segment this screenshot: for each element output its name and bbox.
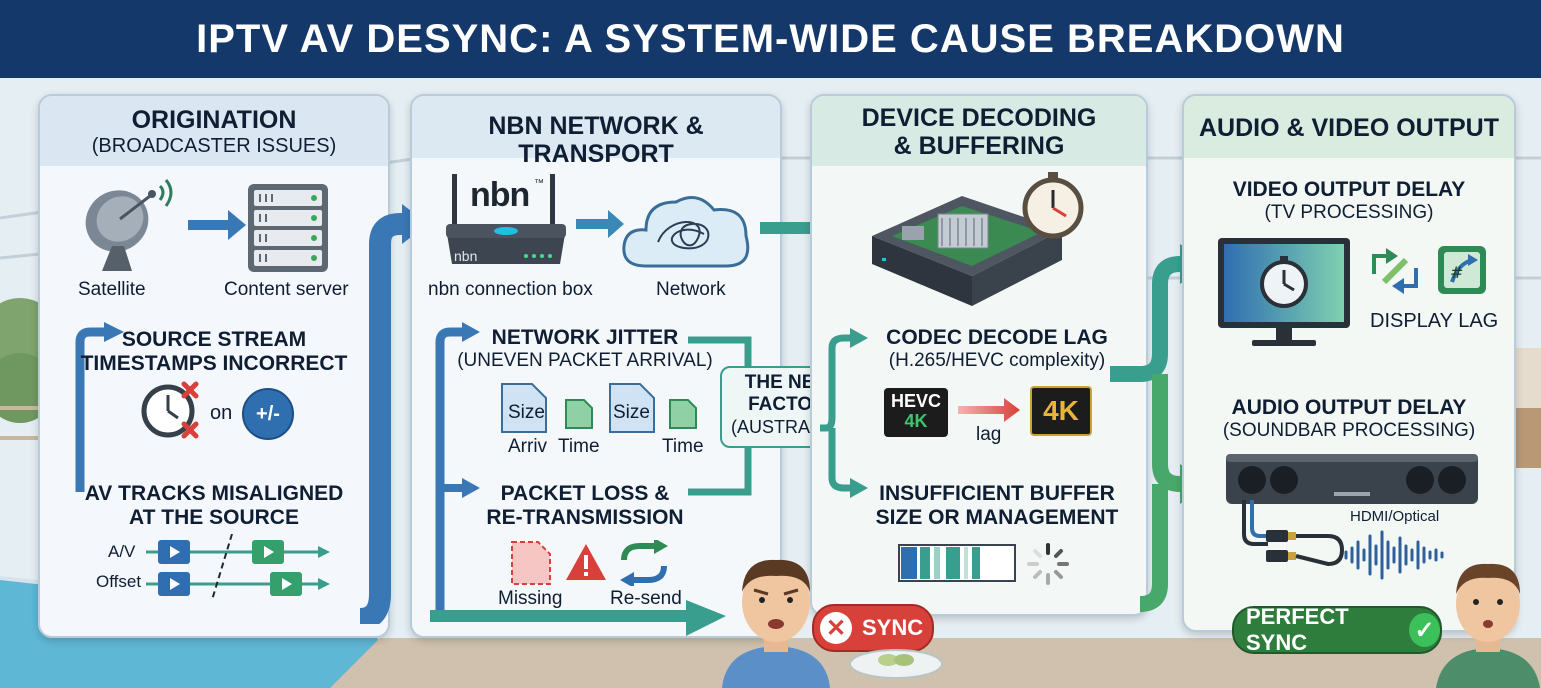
size-label-1: Size (508, 402, 545, 423)
perfect-sync-text: PERFECT SYNC (1246, 604, 1349, 655)
buffer-bar-icon (898, 544, 1016, 582)
clock-error-icon (141, 381, 199, 439)
time-label-1: Time (558, 436, 600, 457)
display-lag-label: DISPLAY LAG (1370, 310, 1499, 332)
offset-symbol: +/- (256, 402, 280, 425)
page-title: IPTV AV DESYNC: A SYSTEM-WIDE CAUSE BREA… (196, 16, 1345, 61)
video-output-subtitle: (TV PROCESSING) (1264, 202, 1434, 223)
resend-label: Re-send (610, 588, 682, 609)
nbn-box-label: nbn connection box (428, 279, 593, 300)
hevc-badge: HEVC 4K (884, 388, 948, 437)
av-tracks-icon (146, 534, 330, 600)
offset-label: Offset (96, 572, 142, 591)
4k-badge: 4K (1030, 386, 1092, 436)
delay-clock-icon (1022, 172, 1084, 239)
sync-error-x-icon: ✕ (820, 612, 852, 644)
plate-icon (849, 649, 943, 679)
output-title: AUDIO & VIDEO OUTPUT (1198, 114, 1499, 142)
warning-icon (566, 544, 606, 580)
title-bar: IPTV AV DESYNC: A SYSTEM-WIDE CAUSE BREA… (0, 0, 1541, 78)
satellite-dish-icon (85, 179, 173, 271)
device-branch-arrow-icon (820, 328, 868, 498)
panel-device: DEVICE DECODING & BUFFERING CODEC DECODE… (810, 94, 1148, 616)
device-title-line1: DEVICE DECODING (861, 104, 1097, 132)
content-server-icon (248, 184, 328, 272)
network-loop-arrow-icon (435, 322, 480, 620)
buffer-title: INSUFFICIENT BUFFER SIZE OR MANAGEMENT (875, 482, 1119, 529)
jitter-subtitle: (UNEVEN PACKET ARRIVAL) (457, 350, 713, 371)
lag-label: lag (976, 424, 1002, 445)
content-server-label: Content server (224, 279, 349, 300)
panel-origination: ORIGINATION (BROADCASTER ISSUES) Satelli… (38, 94, 390, 638)
hdmi-cable-icon (1242, 500, 1345, 567)
display-lag-icon-1 (1372, 248, 1418, 294)
flow-arrow-to-desync-icon (430, 600, 726, 636)
packet-size-icon (501, 383, 547, 433)
av-label: A/V (108, 542, 136, 561)
loading-spinner-icon (1027, 543, 1069, 585)
codec-subtitle: (H.265/HEVC complexity) (888, 350, 1106, 371)
missing-packet-icon (511, 541, 551, 585)
device-title-line2: & BUFFERING (893, 132, 1065, 160)
codec-title: CODEC DECODE LAG (886, 326, 1108, 349)
origination-subtitle: (BROADCASTER ISSUES) (91, 135, 337, 157)
jitter-title: NETWORK JITTER (491, 326, 679, 349)
audio-output-subtitle: (SOUNDBAR PROCESSING) (1222, 420, 1476, 441)
display-lag-icon-2: # (1438, 246, 1486, 294)
nbn-logo: nbn (470, 176, 530, 214)
set-top-box-icon (872, 196, 1062, 306)
packet-loss-title: PACKET LOSS & RE-TRANSMISSION (486, 482, 684, 529)
packet-time-icon (565, 399, 593, 429)
network-cloud-icon (622, 196, 750, 268)
packet-size-icon-2 (609, 383, 655, 433)
hdmi-optical-label: HDMI/Optical (1350, 508, 1440, 525)
origination-title: ORIGINATION (131, 106, 297, 134)
time-label-2: Time (662, 436, 704, 457)
4k-text: 4K (1043, 395, 1079, 426)
lag-arrow-icon (958, 398, 1020, 422)
soundbar-icon (1226, 454, 1478, 504)
timestamps-issue-title: SOURCE STREAM TIMESTAMPS INCORRECT (80, 328, 348, 375)
arrow-router-to-network-icon (576, 210, 624, 238)
arriv-label: Arriv (508, 436, 548, 457)
network-title: NBN NETWORK & TRANSPORT (488, 112, 704, 168)
video-output-title: VIDEO OUTPUT DELAY (1232, 178, 1466, 201)
panel-network: NBN NETWORK & TRANSPORT nbn ™ nbn nbn co… (410, 94, 782, 638)
arrow-satellite-to-server-icon (188, 210, 246, 240)
size-label-2: Size (613, 402, 650, 423)
nbn-trademark: ™ (534, 178, 544, 189)
resend-icon (620, 540, 668, 586)
sync-error-badge: ✕ SYNC (812, 604, 934, 652)
packet-time-icon-2 (669, 399, 697, 429)
nbn-router-icon (446, 174, 566, 264)
sync-error-text: SYNC (862, 615, 924, 640)
missing-label: Missing (498, 588, 563, 609)
hevc-4k-text: 4K (904, 411, 928, 431)
perfect-sync-badge: PERFECT SYNC ✓ (1232, 604, 1442, 655)
loop-arrow-icon (75, 322, 124, 492)
hevc-text: HEVC (890, 391, 941, 411)
network-label: Network (656, 279, 726, 300)
frustrated-viewer-icon (722, 559, 830, 688)
on-label: on (210, 402, 233, 424)
misaligned-issue-title: AV TRACKS MISALIGNED AT THE SOURCE (84, 482, 344, 529)
svg-text:#: # (1450, 263, 1463, 282)
checkmark-icon: ✓ (1408, 613, 1440, 647)
offset-badge: +/- (242, 388, 294, 440)
sound-wave-icon (1344, 530, 1444, 580)
nbn-factor-line2: FACTOR (748, 394, 826, 415)
audio-output-title: AUDIO OUTPUT DELAY (1231, 396, 1467, 419)
nbn-factor-line1: THE NBN (744, 372, 830, 393)
router-brand: nbn (454, 248, 478, 264)
tv-icon (1218, 238, 1350, 346)
satisfied-viewer-icon (1436, 563, 1540, 688)
satellite-label: Satellite (78, 279, 146, 300)
nbn-factor-connector-icon (688, 336, 752, 496)
panel-output: AUDIO & VIDEO OUTPUT VIDEO OUTPUT DELAY … (1182, 94, 1516, 632)
